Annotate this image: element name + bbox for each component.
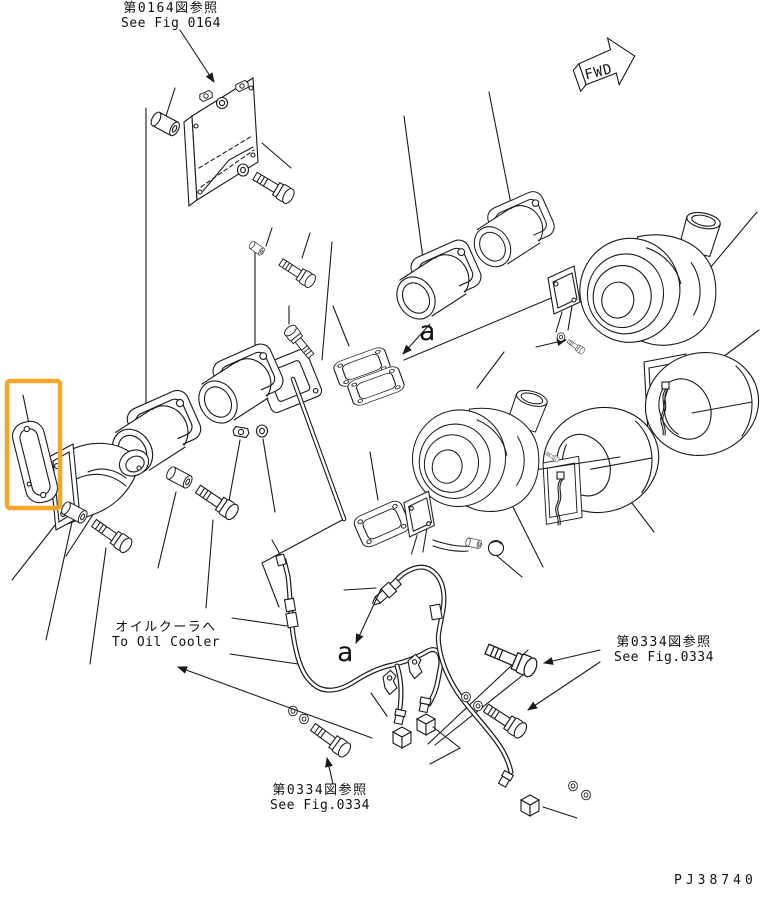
tube-cap — [520, 794, 540, 817]
tube-cap — [392, 726, 412, 749]
bolt — [565, 337, 587, 356]
plate-spacer — [148, 110, 182, 138]
fwd-label: FWD — [583, 61, 614, 83]
section-marker-a-upper: a — [419, 316, 435, 347]
section-a-lower-arrow — [355, 588, 382, 644]
oil-tube-left — [271, 539, 444, 711]
elbow-gasket-highlighted — [11, 420, 59, 504]
exhaust-connector-3 — [388, 236, 486, 327]
washer — [299, 713, 309, 725]
callout-see-fig-0164[interactable]: 第0164図参照 See Fig 0164 — [110, 1, 232, 31]
washer — [581, 789, 591, 801]
washer — [255, 424, 269, 438]
oil-tube-right — [391, 564, 514, 775]
bolt — [276, 255, 319, 290]
callout-see-fig-0334-bottom-en: See Fig.0334 — [270, 798, 370, 813]
spacer — [247, 240, 266, 257]
plate-bolt — [250, 168, 298, 206]
tube-end-fitting — [392, 708, 407, 726]
to-oil-cooler-arrow — [177, 666, 373, 739]
callout-see-fig-0334-bottom[interactable]: 第0334図参照 See Fig.0334 — [256, 783, 384, 813]
see-fig-0334-bottom-arrow — [325, 757, 334, 785]
washer — [473, 700, 483, 712]
callout-see-fig-0334-right-en: See Fig.0334 — [614, 650, 714, 665]
see-fig-0334-right-arrow-1 — [543, 649, 601, 665]
spacer — [164, 464, 195, 490]
cap-leader — [429, 726, 462, 765]
plate-washer — [236, 163, 250, 177]
highlight-box-selected-part[interactable] — [4, 378, 63, 511]
section-a-upper-arrow — [402, 323, 431, 355]
nut — [231, 425, 251, 439]
bolt — [88, 515, 135, 556]
callout-see-fig-0164-jp: 第0164図参照 — [123, 1, 219, 16]
turbo-mount-flange-center — [403, 490, 435, 555]
callout-to-oil-cooler-jp: オイルクーラへ — [115, 620, 217, 635]
bolt — [307, 719, 354, 760]
exhaust-elbow — [48, 442, 150, 531]
exhaust-connector-4 — [466, 187, 559, 274]
washer — [461, 691, 471, 703]
callout-see-fig-0334-bottom-jp: 第0334図参照 — [272, 783, 368, 798]
exhaust-connector-2 — [190, 340, 288, 431]
bolt — [192, 481, 242, 523]
mounting-plate — [183, 77, 259, 208]
plate-nut — [197, 89, 215, 103]
callout-see-fig-0334-right-jp: 第0334図参照 — [616, 635, 712, 650]
oil-plug-fitting — [432, 537, 505, 557]
cover-plate-center — [542, 455, 583, 525]
turbocharger-right — [574, 198, 725, 352]
tube-clamp — [381, 669, 399, 696]
washer — [568, 780, 578, 792]
tube-end-fitting — [417, 696, 432, 714]
callout-see-fig-0334-right[interactable]: 第0334図参照 See Fig.0334 — [600, 635, 728, 665]
section-marker-a-lower: a — [337, 637, 353, 668]
bolt — [482, 639, 540, 680]
oil-pipe-straight — [290, 376, 347, 522]
callout-see-fig-0164-en: See Fig 0164 — [121, 16, 221, 31]
see-fig-0164-arrow — [179, 29, 215, 83]
fwd-direction-arrow: FWD — [572, 36, 636, 93]
callout-to-oil-cooler-en: To Oil Cooler — [111, 635, 221, 650]
see-fig-0334-right-arrow-2 — [527, 661, 601, 711]
callout-to-oil-cooler: オイルクーラへ To Oil Cooler — [103, 620, 229, 650]
drawing-number: PJ38740 — [674, 873, 757, 888]
tube-cap — [416, 713, 436, 736]
turbo-mount-flange-right — [547, 265, 581, 333]
flange-gasket-lower — [351, 498, 413, 550]
washer — [556, 332, 566, 342]
